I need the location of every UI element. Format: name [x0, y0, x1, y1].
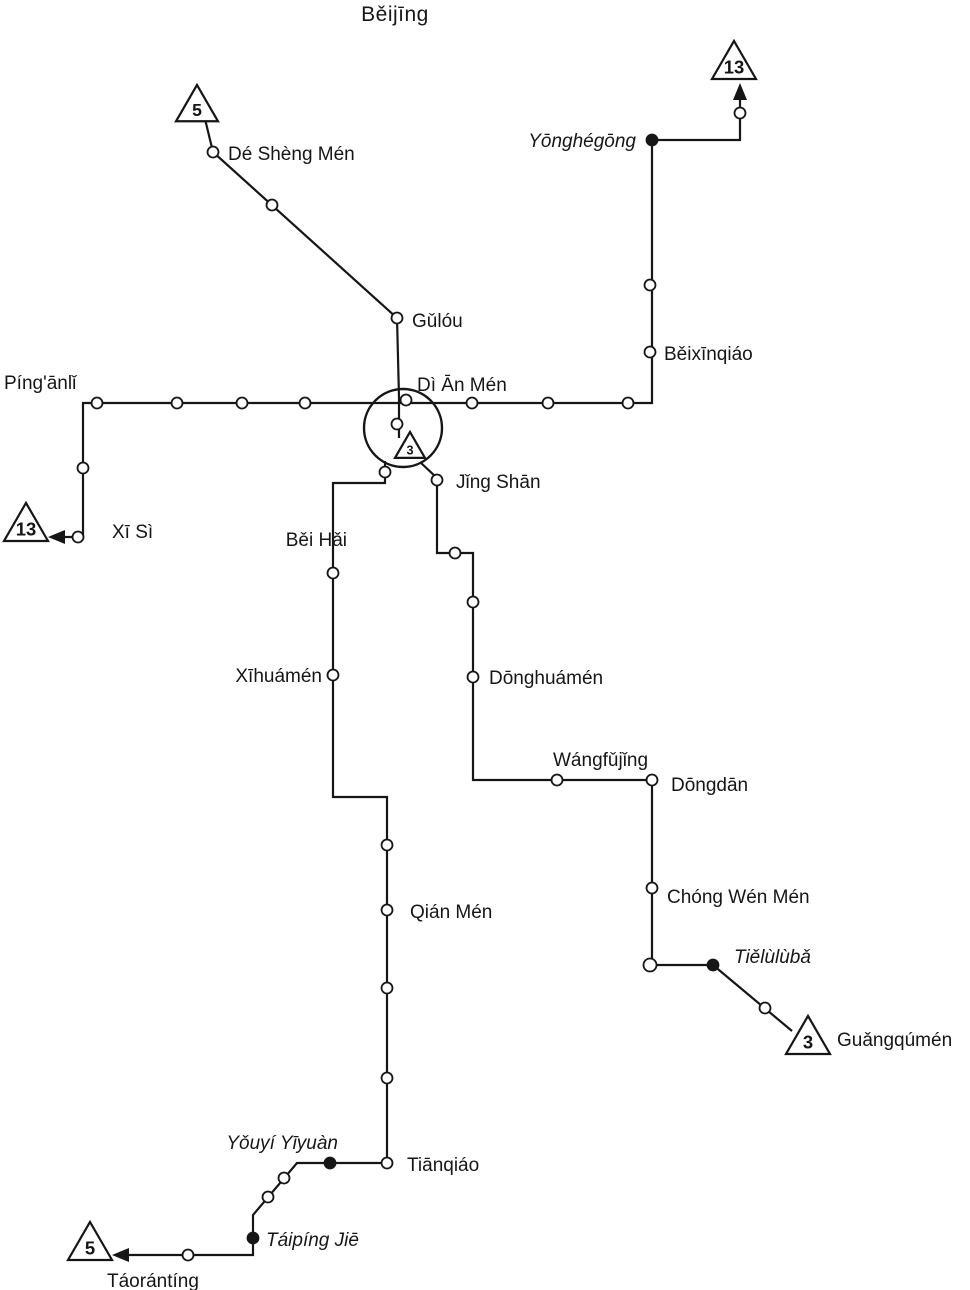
station-label-wangfujing: Wángfǔjǐng	[553, 750, 648, 771]
route-terminal-triangle-5-southwest	[66, 1219, 114, 1262]
station-label-tianqiao: Tiānqiáo	[407, 1155, 479, 1176]
route-terminal-triangle-3-center	[393, 429, 427, 460]
station-label-youyi-yiyuan: Yǒuyí Yīyuàn	[226, 1133, 338, 1154]
stop-unnamed-19	[261, 1190, 275, 1204]
route-terminal-triangle-3-southeast	[784, 1013, 832, 1056]
station-label-taoranting: Táorántíng	[107, 1271, 199, 1290]
stop-taiping-jie	[246, 1231, 260, 1245]
stop-unnamed-3	[448, 546, 462, 560]
stop-unnamed-9	[541, 396, 555, 410]
stop-pinganli	[90, 396, 104, 410]
stop-unnamed-14	[76, 461, 90, 475]
route-line-3-branch	[419, 461, 793, 1032]
direction-arrow-to-5-south	[112, 1248, 129, 1262]
stop-unnamed-17	[380, 1071, 394, 1085]
stop-unnamed-11	[298, 396, 312, 410]
stop-wangfujing	[550, 773, 564, 787]
route-number-5-southwest: 5	[85, 1238, 95, 1259]
station-label-chong-wen-men: Chóng Wén Mén	[667, 887, 810, 908]
stop-tieluluba	[706, 958, 720, 972]
stop-tianqiao	[380, 1156, 394, 1170]
stop-youyi-yiyuan	[323, 1156, 337, 1170]
station-label-xihuamen: Xīhuámén	[235, 666, 322, 687]
stop-interchange-inner	[390, 417, 404, 431]
route-terminal-triangle-13-northeast	[710, 38, 758, 81]
station-label-gulou: Gǔlóu	[412, 311, 463, 332]
station-label-donghuamen: Dōnghuámén	[489, 668, 603, 689]
direction-arrow-to-13-north	[733, 83, 747, 100]
route-number-13-west: 13	[16, 519, 37, 540]
stop-unnamed-10	[465, 396, 479, 410]
stop-chong-wen-men	[645, 881, 659, 895]
station-label-qian-men: Qián Mén	[410, 902, 492, 923]
stop-yonghegong	[645, 133, 659, 147]
station-label-yonghegong: Yōnghégōng	[528, 131, 636, 152]
stop-unnamed-16	[380, 981, 394, 995]
stop-unnamed-5	[758, 1001, 772, 1015]
station-label-pinganli: Píng'ānlǐ	[4, 373, 78, 394]
station-label-de-sheng-men: Dé Shèng Mén	[228, 144, 355, 165]
stop-gulou	[390, 311, 404, 325]
stop-dongdan	[645, 773, 659, 787]
stop-de-sheng-men	[206, 145, 220, 159]
route-number-5-northwest: 5	[192, 100, 202, 120]
direction-arrow-to-13-west	[48, 530, 65, 544]
stop-unnamed-6	[733, 106, 747, 120]
route-terminal-triangle-5-northwest	[174, 82, 220, 123]
station-label-jing-shan: Jǐng Shān	[456, 472, 541, 493]
station-label-di-an-men: Dì Ān Mén	[417, 375, 507, 396]
stop-di-an-men	[399, 393, 413, 407]
map-title: Běijīng	[361, 3, 429, 26]
stop-jing-shan	[430, 473, 444, 487]
stop-unnamed-1	[265, 198, 279, 212]
stop-unnamed-15	[380, 838, 394, 852]
stop-unnamed-8	[621, 396, 635, 410]
route-number-3-center: 3	[406, 443, 413, 457]
stop-unnamed-12	[235, 396, 249, 410]
route-terminal-triangle-13-west	[2, 500, 50, 543]
station-label-bei-hai: Běi Hǎi	[286, 530, 347, 551]
interchange-circle	[362, 387, 444, 469]
station-label-guangqumen: Guǎngqúmén	[837, 1030, 952, 1051]
stop-unnamed-7	[643, 278, 657, 292]
route-number-13-northeast: 13	[724, 57, 745, 78]
stop-donghuamen	[466, 670, 480, 684]
stop-beixinqiao	[643, 345, 657, 359]
station-label-xi-si: Xī Sì	[112, 522, 153, 543]
station-label-dongdan: Dōngdān	[671, 775, 748, 796]
stop-unnamed-4	[466, 595, 480, 609]
stop-xihuamen	[326, 668, 340, 682]
station-label-taiping-jie: Táipíng Jiē	[266, 1230, 359, 1251]
stop-qian-men	[380, 903, 394, 917]
stop-bei-hai	[326, 566, 340, 580]
stop-xi-si	[71, 530, 85, 544]
stop-unnamed-18	[277, 1171, 291, 1185]
station-label-tieluluba: Tiělùlùbǎ	[734, 947, 811, 968]
stop-unnamed-13	[170, 396, 184, 410]
stop-corner-junction	[642, 957, 658, 973]
stop-unnamed-2	[378, 465, 392, 479]
route-line-5-north	[203, 118, 401, 438]
stop-unnamed-20	[181, 1248, 195, 1262]
station-label-beixinqiao: Běixīnqiáo	[664, 344, 753, 365]
route-number-3-southeast: 3	[803, 1032, 813, 1053]
